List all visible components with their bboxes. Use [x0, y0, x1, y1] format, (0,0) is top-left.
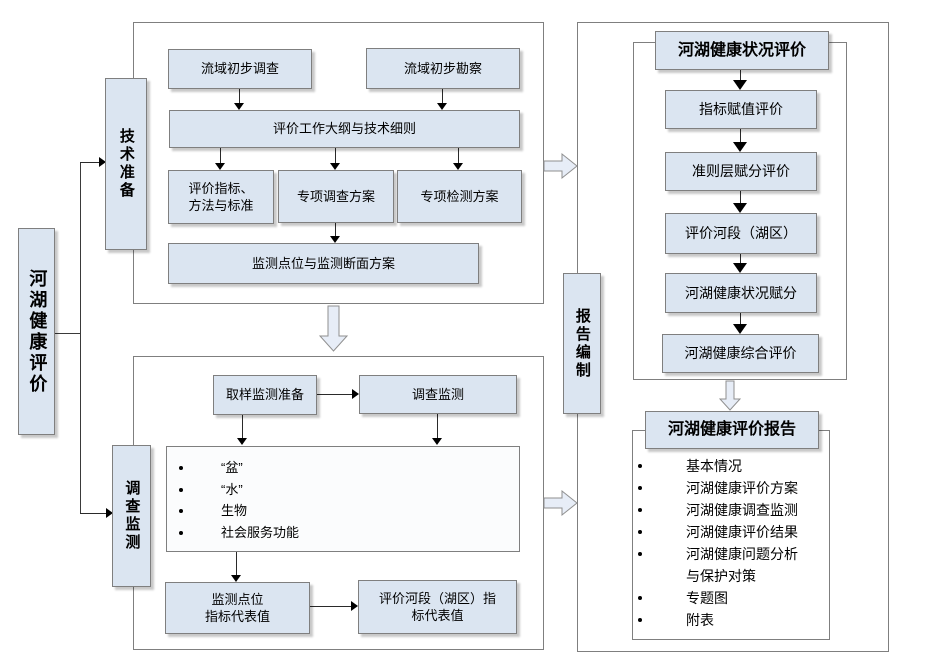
bullet-dot	[638, 596, 642, 600]
root-node: 河湖健康评价	[18, 228, 55, 435]
report-list: 基本情况 河湖健康评价方案 河湖健康调查监测 河湖健康评价结果 河湖健康问题分析…	[638, 455, 824, 631]
arrow-to-monitoring-plan	[329, 221, 341, 243]
bullet-dot	[179, 487, 183, 492]
node-work-outline: 评价工作大纲与技术细则	[169, 110, 520, 148]
arrow-step3-to-step4	[732, 252, 748, 273]
node-indicator-assignment: 指标赋值评价	[665, 90, 817, 129]
list-item: 基本情况	[638, 455, 824, 477]
arrow-title-to-step1	[732, 68, 748, 90]
node-indicators-methods: 评价指标、 方法与标准	[168, 170, 274, 224]
aspects-list: “盆” “水” 生物 社会服务功能	[179, 457, 499, 543]
arrow-point-to-reach-values	[308, 600, 358, 612]
arrow-step1-to-step2	[732, 127, 748, 152]
bullet-dot	[179, 466, 183, 470]
arrow-to-survey-monitor	[80, 507, 113, 519]
arrow-outline-to-indicators	[214, 146, 226, 170]
node-point-values: 监测点位 指标代表值	[165, 582, 310, 634]
list-item: “盆”	[179, 457, 499, 479]
arrow-aspects-to-point-values	[230, 550, 242, 582]
report-thematic-maps: 专题图	[686, 590, 728, 606]
root-branch-line	[80, 162, 81, 513]
node-survey-monitoring: 调查监测	[359, 375, 517, 414]
node-comprehensive-evaluation: 河湖健康综合评价	[662, 334, 819, 373]
report-attached-tables: 附表	[686, 612, 714, 628]
stage-report-compile: 报告编制	[563, 273, 601, 414]
node-reach-evaluation: 评价河段（湖区）	[665, 213, 817, 254]
arrow-to-tech-prep	[80, 156, 106, 168]
node-watershed-survey: 流域初步调查	[168, 49, 312, 89]
node-special-test-plan: 专项检测方案	[397, 170, 522, 223]
node-watershed-recon: 流域初步勘察	[366, 48, 520, 89]
block-arrow-survey-to-report	[543, 489, 578, 517]
node-criterion-scoring: 准则层赋分评价	[665, 152, 817, 191]
bullet-dot	[638, 530, 642, 534]
node-reach-values: 评价河段（湖区）指 标代表值	[358, 580, 517, 634]
report-survey-monitoring: 河湖健康调查监测	[686, 502, 798, 518]
arrow-step4-to-step5	[732, 311, 748, 334]
list-item: 河湖健康评价方案	[638, 477, 824, 499]
arrow-outline-to-special-survey	[329, 146, 341, 170]
arrow-outline-to-special-test	[452, 146, 464, 170]
arrow-survey-to-outline	[233, 87, 245, 110]
aspect-biology: 生物	[221, 503, 248, 518]
bullet-dot	[638, 552, 642, 556]
bullet-dot	[638, 464, 642, 468]
node-sampling-prep: 取样监测准备	[213, 375, 317, 415]
list-item: 河湖健康调查监测	[638, 499, 824, 521]
list-item: 生物	[179, 500, 499, 522]
list-item: 附表	[638, 609, 824, 631]
arrow-sampling-to-aspects	[236, 413, 248, 445]
arrow-recon-to-outline	[436, 87, 448, 110]
aspects-panel	[166, 446, 520, 552]
stage-survey-monitor: 调查监测	[112, 445, 151, 587]
report-evaluation-plan: 河湖健康评价方案	[686, 480, 798, 496]
node-monitoring-plan: 监测点位与监测断面方案	[168, 243, 479, 284]
bullet-dot	[638, 486, 642, 490]
bullet-dot	[179, 530, 183, 535]
stage-tech-prep: 技术准备	[105, 78, 147, 250]
bullet-dot	[179, 509, 183, 513]
list-item: “水”	[179, 479, 499, 501]
report-title: 河湖健康评价报告	[645, 411, 819, 449]
root-connector-line	[53, 333, 80, 334]
arrow-step2-to-step3	[732, 189, 748, 213]
report-problem-analysis: 河湖健康问题分析 与保护对策	[686, 546, 798, 584]
node-health-status-score: 河湖健康状况赋分	[665, 273, 817, 313]
block-arrow-tech-to-assessment	[543, 152, 578, 180]
report-evaluation-results: 河湖健康评价结果	[686, 524, 798, 540]
aspect-water: “水”	[221, 481, 243, 497]
block-arrow-tech-to-survey	[319, 305, 349, 352]
arrow-monitoring-to-aspects	[431, 412, 443, 445]
list-item: 社会服务功能	[179, 522, 499, 544]
list-item: 河湖健康评价结果	[638, 521, 824, 543]
report-inner-frame	[632, 430, 830, 640]
block-arrow-assessment-to-report	[719, 380, 741, 411]
list-item: 河湖健康问题分析 与保护对策	[638, 543, 824, 587]
assessment-title: 河湖健康状况评价	[655, 31, 829, 70]
node-special-survey-plan: 专项调查方案	[278, 170, 394, 223]
list-item: 专题图	[638, 587, 824, 609]
bullet-dot	[638, 508, 642, 512]
aspect-social-service: 社会服务功能	[221, 524, 300, 540]
bullet-dot	[638, 618, 642, 622]
arrow-sampling-to-monitoring	[315, 388, 359, 400]
aspect-basin: “盆”	[221, 460, 243, 475]
report-basic-info: 基本情况	[686, 458, 742, 474]
